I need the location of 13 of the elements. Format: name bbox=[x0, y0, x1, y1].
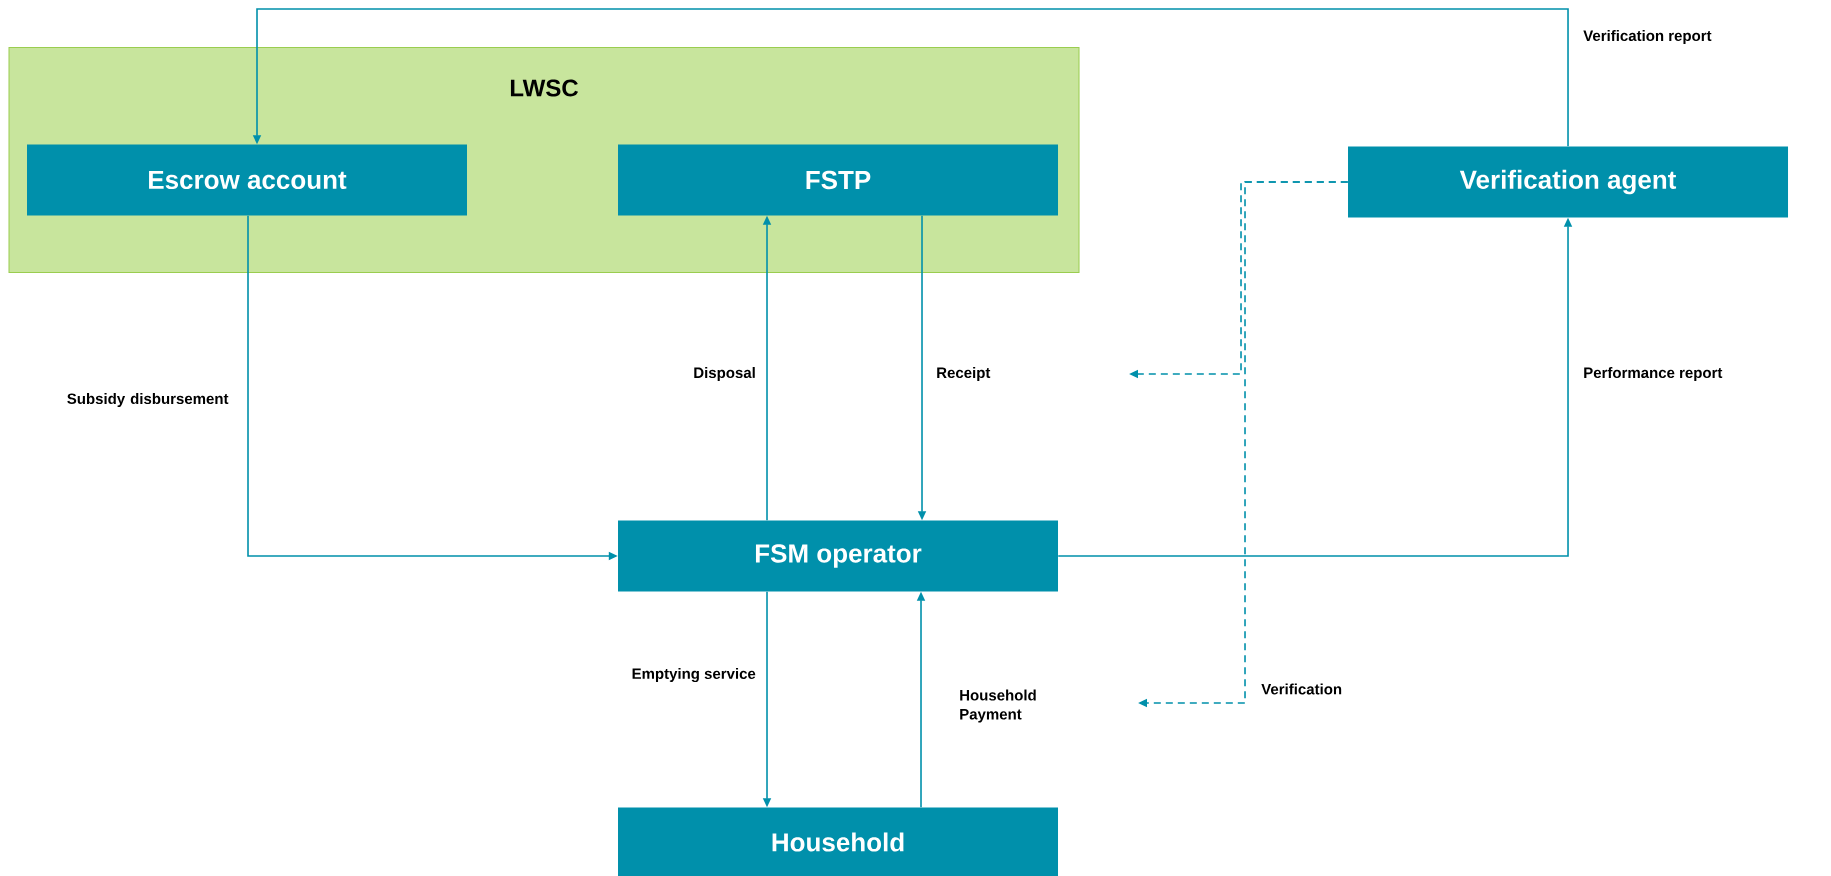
process-box: FSM operator bbox=[618, 520, 1058, 592]
edge-label: Receipt bbox=[937, 367, 991, 381]
edge-label: Performance report bbox=[1584, 367, 1723, 381]
process-box: FSTP bbox=[618, 144, 1058, 216]
edge-label: Household Payment bbox=[960, 689, 1036, 723]
edge-label: Subsidy disbursement bbox=[67, 393, 229, 407]
edge-label: Emptying service bbox=[632, 668, 756, 683]
process-box: Household bbox=[618, 807, 1058, 876]
process-box: Escrow account bbox=[27, 144, 467, 216]
edge-label: Disposal bbox=[694, 367, 755, 381]
edge-label: Verification report bbox=[1583, 30, 1712, 44]
process-box: Verification agent bbox=[1348, 146, 1788, 218]
edge-label: Verification bbox=[1261, 683, 1342, 695]
